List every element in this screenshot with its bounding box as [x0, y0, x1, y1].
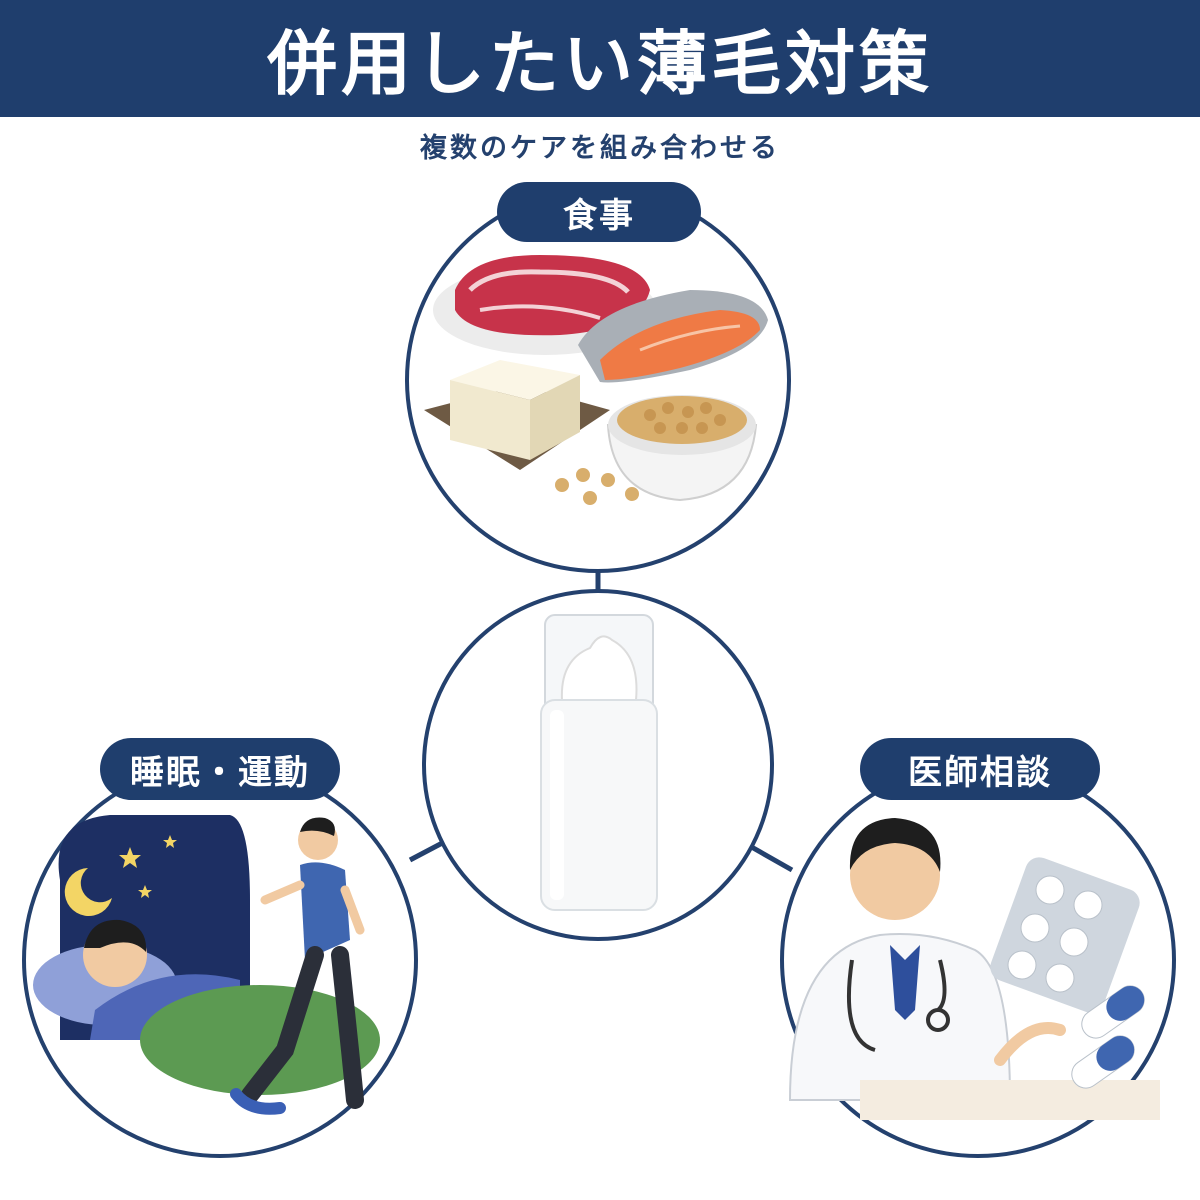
- connector-right: [746, 842, 794, 873]
- node-label-doctor: 医師相談: [860, 738, 1100, 800]
- page-subtitle: 複数のケアを組み合わせる: [420, 133, 780, 164]
- tofu-icon: [424, 360, 610, 470]
- soybean-bowl-icon: [555, 395, 758, 505]
- node-label-sleep-exercise: 睡眠・運動: [100, 738, 340, 800]
- title-banner: 併用したい薄毛対策: [0, 0, 1200, 117]
- food-circle: [405, 187, 791, 573]
- product-circle: [422, 589, 774, 941]
- capsule-icon: [1071, 985, 1145, 1089]
- page-title: 併用したい薄毛対策: [267, 23, 933, 105]
- sleep-exercise-circle: [22, 762, 418, 1158]
- salmon-icon: [578, 290, 768, 383]
- node-label-food: 食事: [497, 182, 701, 242]
- pill-pack-icon: [990, 857, 1140, 1013]
- doctor-icon: [788, 818, 1160, 1120]
- foam-bottle-icon: [540, 614, 658, 911]
- doctor-circle: [780, 762, 1176, 1158]
- walking-person-icon: [140, 817, 380, 1115]
